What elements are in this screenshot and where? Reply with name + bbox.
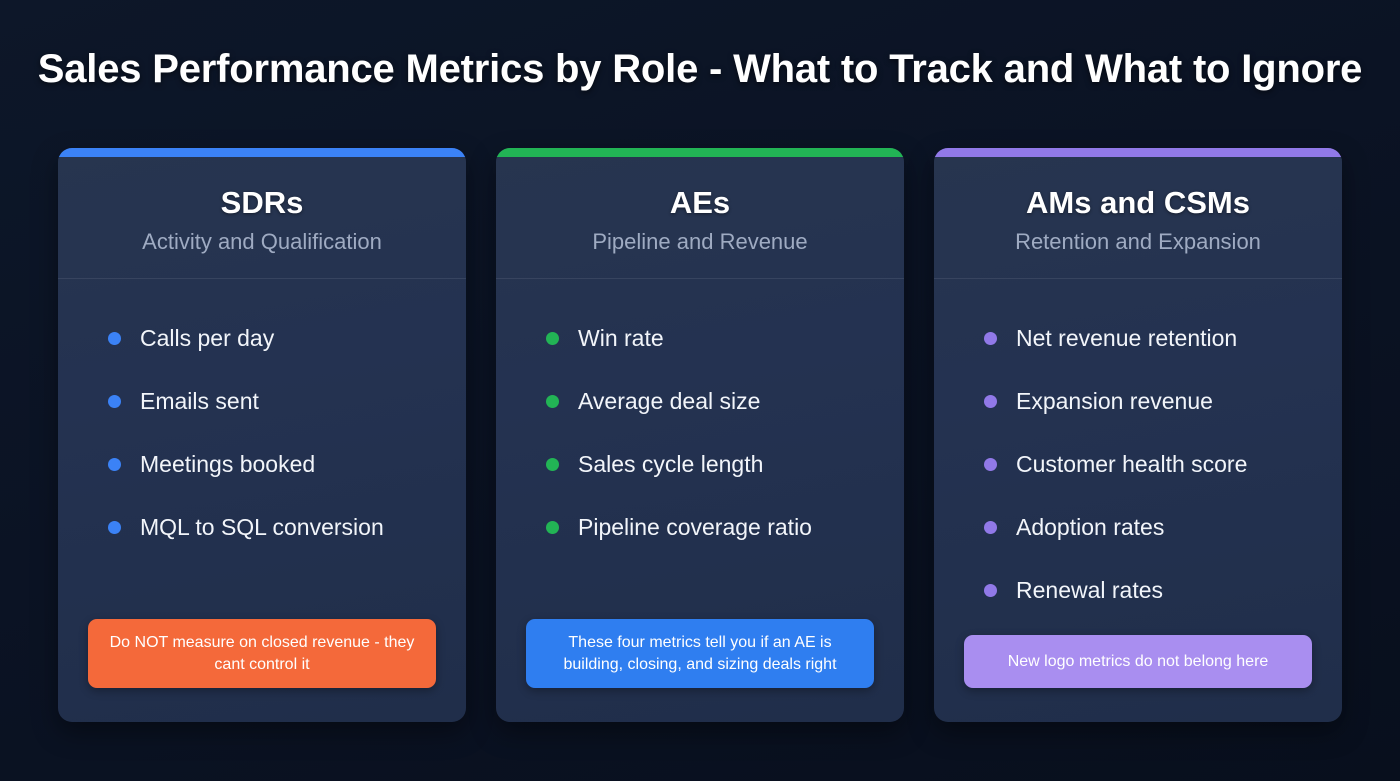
metric-label: Customer health score: [1016, 450, 1248, 477]
role-card-aes: AEs Pipeline and Revenue Win rate Averag…: [496, 148, 904, 722]
bullet-dot-icon: [108, 458, 121, 472]
role-cards-container: SDRs Activity and Qualification Calls pe…: [58, 148, 1342, 722]
bullet-dot-icon: [984, 458, 997, 472]
callout-wrap-sdrs: Do NOT measure on closed revenue - they …: [58, 619, 466, 722]
metrics-list-aes: Win rate Average deal size Sales cycle l…: [496, 279, 904, 619]
bullet-dot-icon: [546, 458, 559, 472]
list-item: Win rate: [546, 307, 882, 370]
role-card-ams-csms: AMs and CSMs Retention and Expansion Net…: [934, 148, 1342, 722]
list-item: Expansion revenue: [984, 370, 1320, 433]
card-subtitle-aes: Pipeline and Revenue: [592, 228, 808, 254]
bullet-dot-icon: [546, 521, 559, 535]
card-header-ams-csms: AMs and CSMs Retention and Expansion: [934, 148, 1342, 255]
card-header-aes: AEs Pipeline and Revenue: [496, 148, 904, 255]
metric-label: Meetings booked: [140, 450, 316, 477]
bullet-dot-icon: [984, 395, 997, 409]
metric-label: Net revenue retention: [1016, 324, 1238, 351]
metric-label: Average deal size: [578, 387, 761, 414]
metric-label: MQL to SQL conversion: [140, 513, 384, 540]
metric-label: Sales cycle length: [578, 450, 764, 477]
metric-label: Calls per day: [140, 324, 275, 351]
bullet-dot-icon: [984, 584, 997, 598]
accent-bar-sdrs: [58, 148, 466, 157]
list-item: Emails sent: [108, 370, 444, 433]
metric-label: Expansion revenue: [1016, 387, 1213, 414]
card-title-aes: AEs: [669, 185, 731, 220]
card-title-ams-csms: AMs and CSMs: [1026, 185, 1250, 220]
card-divider-ams-csms: [934, 278, 1342, 280]
list-item: Renewal rates: [984, 559, 1320, 622]
list-item: Calls per day: [108, 307, 444, 370]
metrics-list-ams-csms: Net revenue retention Expansion revenue …: [934, 279, 1342, 635]
bullet-dot-icon: [108, 395, 121, 409]
card-divider-aes: [496, 278, 904, 280]
metrics-list-sdrs: Calls per day Emails sent Meetings booke…: [58, 279, 466, 619]
list-item: Customer health score: [984, 433, 1320, 496]
list-item: MQL to SQL conversion: [108, 496, 444, 559]
accent-bar-aes: [496, 148, 904, 157]
callout-wrap-aes: These four metrics tell you if an AE is …: [496, 619, 904, 722]
list-item: Sales cycle length: [546, 433, 882, 496]
bullet-dot-icon: [546, 332, 559, 346]
callout-wrap-ams-csms: New logo metrics do not belong here: [934, 634, 1342, 722]
metric-label: Pipeline coverage ratio: [578, 513, 812, 540]
accent-bar-ams-csms: [934, 148, 1342, 157]
card-title-sdrs: SDRs: [220, 185, 304, 220]
list-item: Average deal size: [546, 370, 882, 433]
metric-label: Emails sent: [140, 387, 259, 414]
list-item: Net revenue retention: [984, 307, 1320, 370]
card-subtitle-sdrs: Activity and Qualification: [142, 228, 382, 254]
bullet-dot-icon: [546, 395, 559, 409]
card-subtitle-ams-csms: Retention and Expansion: [1015, 228, 1261, 254]
metric-label: Win rate: [578, 324, 664, 351]
list-item: Adoption rates: [984, 496, 1320, 559]
metric-label: Adoption rates: [1016, 513, 1165, 540]
page-title: Sales Performance Metrics by Role - What…: [0, 47, 1400, 91]
bullet-dot-icon: [984, 332, 997, 346]
callout-sdrs: Do NOT measure on closed revenue - they …: [88, 619, 436, 688]
metric-label: Renewal rates: [1016, 576, 1164, 603]
list-item: Pipeline coverage ratio: [546, 496, 882, 559]
callout-ams-csms: New logo metrics do not belong here: [964, 634, 1312, 688]
card-header-sdrs: SDRs Activity and Qualification: [58, 148, 466, 255]
callout-aes: These four metrics tell you if an AE is …: [526, 619, 874, 688]
bullet-dot-icon: [984, 521, 997, 535]
bullet-dot-icon: [108, 332, 121, 346]
page-title-text: Sales Performance Metrics by Role - What…: [37, 47, 1363, 91]
role-card-sdrs: SDRs Activity and Qualification Calls pe…: [58, 148, 466, 722]
bullet-dot-icon: [108, 521, 121, 535]
list-item: Meetings booked: [108, 433, 444, 496]
card-divider-sdrs: [58, 278, 466, 280]
